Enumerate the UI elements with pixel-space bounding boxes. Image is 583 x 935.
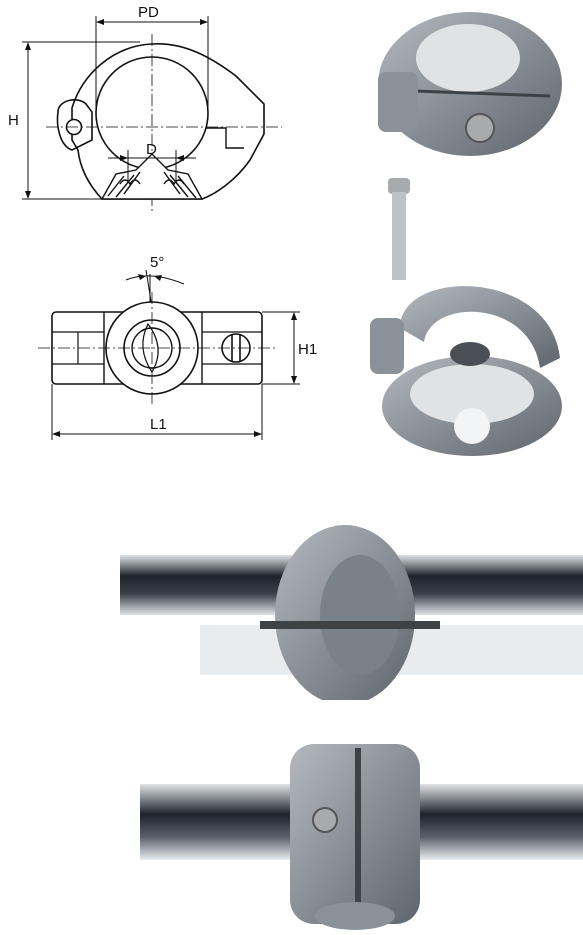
- closed-clamp-hinge: [378, 72, 418, 132]
- d-arrow-right: [176, 155, 184, 161]
- clamp-2-outlet: [315, 902, 395, 930]
- l1-arrow-right: [254, 431, 262, 437]
- saddle-hatching: [107, 171, 197, 199]
- pd-arrow-left: [96, 19, 104, 25]
- clamp-2-split: [355, 748, 361, 918]
- open-clamp-bore: [410, 364, 534, 424]
- l1-label: L1: [150, 416, 167, 433]
- clamp-on-pipe-photo-1: [120, 525, 583, 700]
- screw-photo-head: [388, 178, 410, 194]
- open-clamp-outlet: [454, 408, 490, 444]
- front-view-drawing: PD H D: [8, 4, 282, 214]
- angle-arrow-left: [138, 274, 146, 280]
- open-clamp-photo: [370, 286, 562, 456]
- right-joint-step: [206, 127, 244, 149]
- d-label: D: [146, 141, 157, 158]
- h1-label: H1: [298, 341, 317, 358]
- top-view-drawing: 5° H1 L1: [38, 254, 317, 440]
- clamp-1-inner: [320, 555, 400, 675]
- h1-arrow-top: [291, 312, 297, 320]
- l1-arrow-left: [52, 431, 60, 437]
- pd-label: PD: [138, 4, 159, 21]
- clamp-2-screw: [312, 807, 338, 833]
- front-clamp-outline: [71, 43, 265, 200]
- closed-clamp-photo: [378, 12, 562, 156]
- h-arrow-top: [25, 42, 31, 50]
- pd-arrow-right: [200, 19, 208, 25]
- angle-arc: [125, 275, 185, 285]
- closed-clamp-bore: [416, 24, 520, 92]
- hinge-lug: [56, 99, 93, 151]
- clamp-on-pipe-photo-2: [140, 744, 583, 930]
- screw-photo: [388, 178, 410, 280]
- clamp-1-split: [260, 621, 440, 629]
- screw-photo-shank: [392, 192, 406, 280]
- h1-arrow-bottom: [291, 376, 297, 384]
- saddle-section: [100, 153, 204, 200]
- h-arrow-bottom: [25, 191, 31, 199]
- open-clamp-hinge: [370, 318, 404, 374]
- d-arrow-left: [120, 155, 128, 161]
- open-clamp-upper-arc: [400, 286, 560, 368]
- open-clamp-washer: [450, 342, 490, 366]
- closed-clamp-screw: [465, 113, 495, 143]
- h-label: H: [8, 112, 19, 129]
- angle-arrow-right: [154, 275, 162, 281]
- angle-label: 5°: [150, 254, 164, 271]
